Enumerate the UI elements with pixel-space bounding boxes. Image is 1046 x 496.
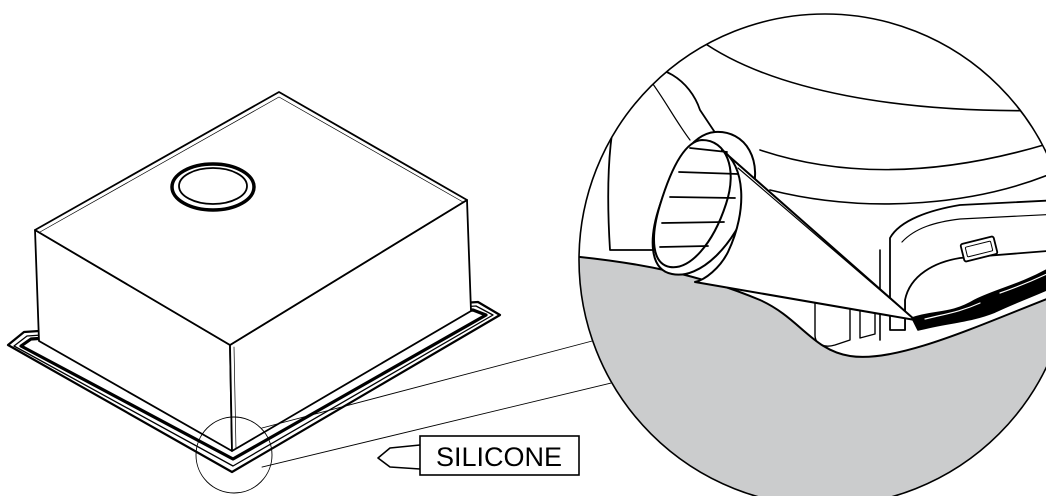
detail-cartridge-shadow-line — [649, 79, 691, 141]
detail-mounting-bracket-inner — [901, 213, 1046, 243]
silicone-bead-ring — [19, 308, 488, 461]
silicone-callout: SILICONE — [377, 435, 580, 476]
collar-ridge-3 — [669, 196, 736, 199]
collar-ridge-5 — [659, 245, 709, 248]
detail-sink-top-surface — [699, 39, 1046, 112]
detail-mounting-bracket — [889, 199, 1046, 331]
sink-bottom-face — [34, 91, 468, 346]
detail-leader-line-bottom — [261, 382, 612, 468]
silicone-nozzle-icon — [651, 130, 916, 321]
detail-bracket-slot — [959, 235, 999, 263]
sink-illustration — [6, 91, 612, 494]
sink-flange-inner — [13, 305, 494, 467]
detail-bracket-slot-inner — [964, 240, 994, 258]
collar-ridge-4 — [661, 221, 725, 224]
callout-label: SILICONE — [436, 442, 562, 472]
detail-border — [578, 13, 1046, 496]
collar-ridge-1 — [689, 147, 728, 153]
callout-label-box — [419, 435, 580, 476]
drain-outer — [170, 162, 256, 212]
detail-marker-circle — [195, 416, 273, 494]
detail-leader-line-top — [261, 339, 597, 429]
callout-arrow-icon — [377, 444, 421, 470]
sink-front-corner-line — [233, 346, 237, 450]
detail-nozzle-cone-ridge — [737, 167, 916, 321]
detail-view — [578, 13, 1046, 496]
collar-ridge-2 — [678, 171, 739, 175]
detail-silicone-bead-highlight — [924, 269, 1046, 320]
drain-inner — [178, 167, 248, 205]
detail-sink-top-edge — [759, 139, 1046, 171]
detail-nozzle-cone — [694, 149, 916, 321]
detail-sink-top-edge-2 — [769, 169, 1046, 205]
sink-top-edge-inner — [39, 96, 464, 233]
